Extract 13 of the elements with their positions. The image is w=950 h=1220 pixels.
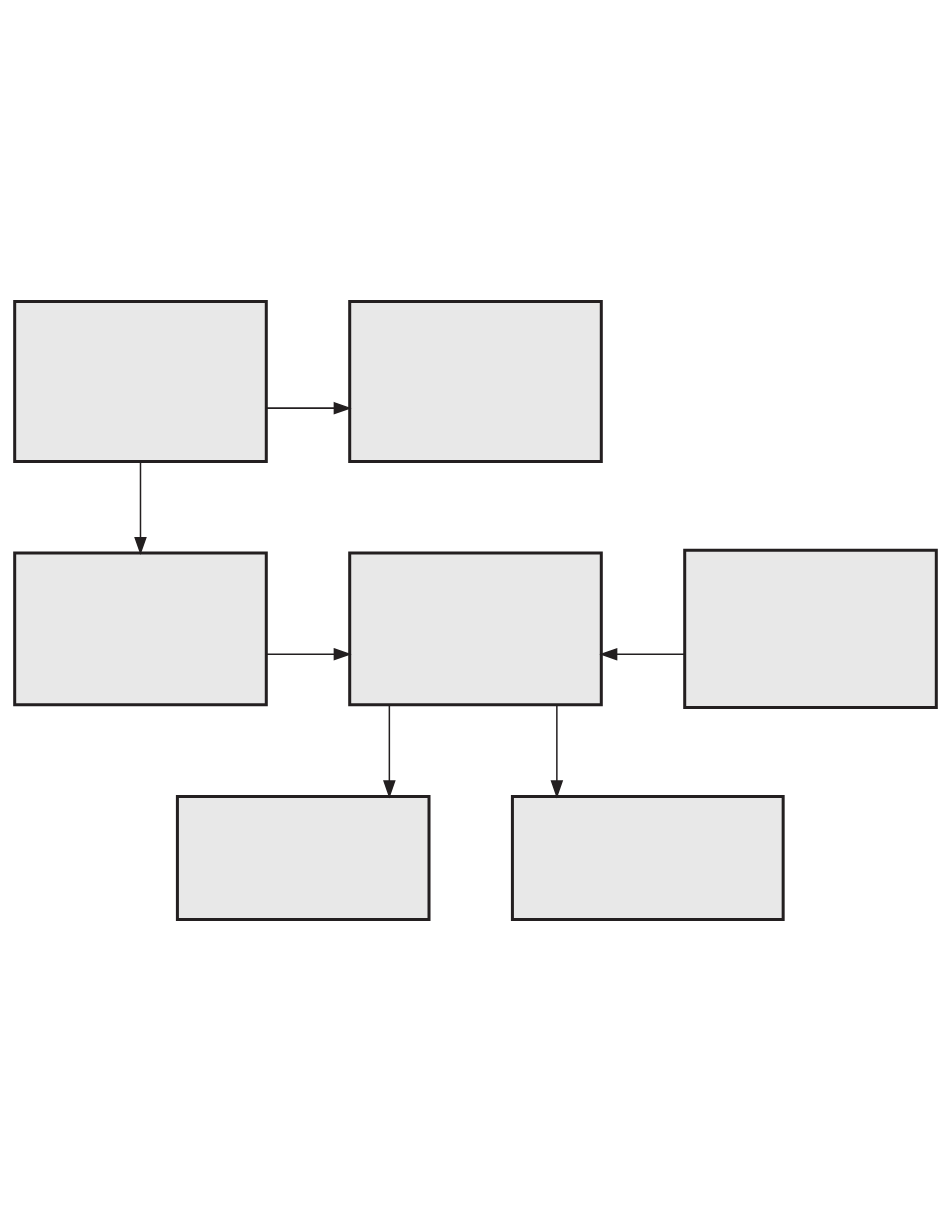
arrow: [265, 647, 352, 661]
node-box: [682, 548, 938, 709]
node-box: [347, 299, 603, 463]
node-box: [347, 551, 603, 706]
arrow: [550, 704, 563, 798]
arrow: [265, 401, 352, 414]
node-box: [510, 794, 785, 921]
node-box: [175, 794, 430, 921]
node-box: [12, 299, 268, 463]
arrow: [598, 647, 685, 661]
arrow: [382, 704, 396, 798]
node-box: [12, 551, 268, 706]
arrow: [133, 460, 147, 555]
